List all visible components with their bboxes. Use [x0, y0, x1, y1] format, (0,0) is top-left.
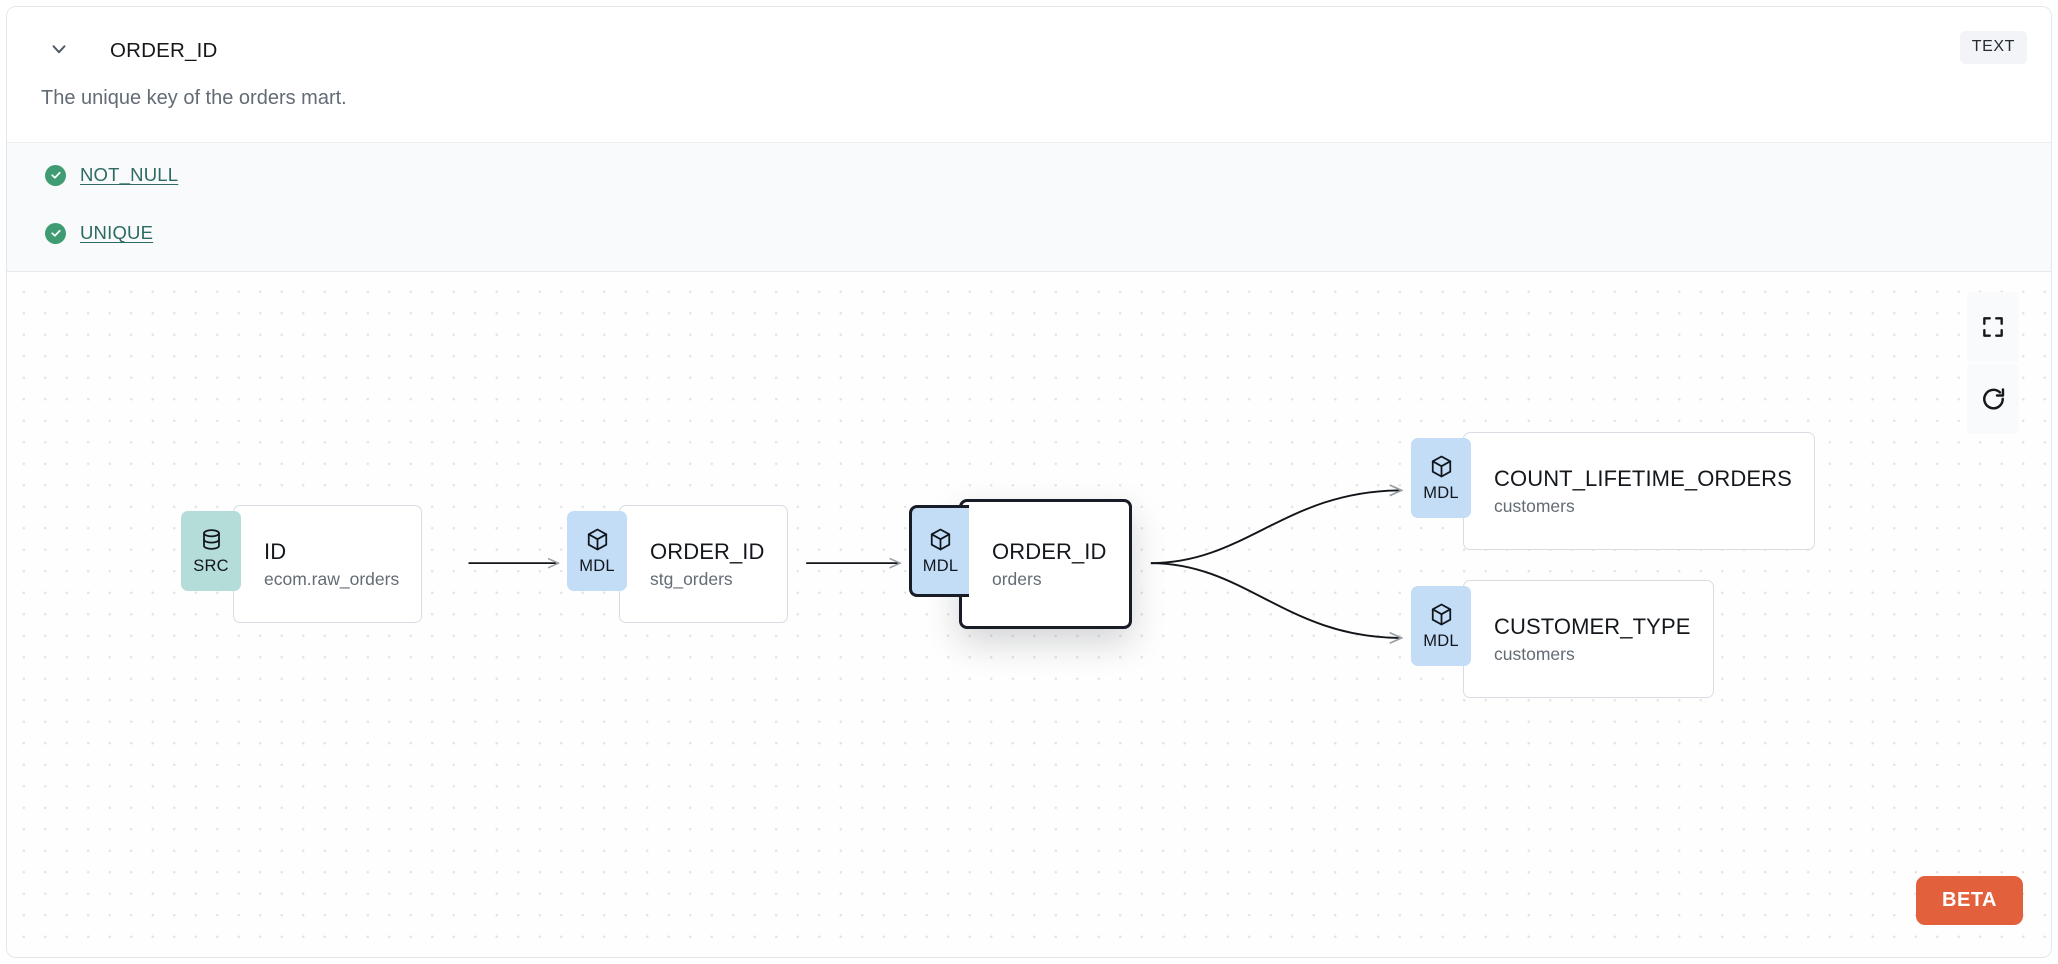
- node-badge-mdl: MDL: [909, 505, 969, 597]
- test-row: UNIQUE: [45, 222, 153, 244]
- cube-icon: [928, 527, 953, 557]
- tests-section: NOT_NULL UNIQUE: [7, 142, 2051, 272]
- fit-view-button[interactable]: [1967, 292, 2019, 362]
- column-type-badge: TEXT: [1959, 31, 2027, 64]
- test-link-not-null[interactable]: NOT_NULL: [80, 164, 179, 185]
- node-badge-mdl: MDL: [567, 511, 627, 591]
- fullscreen-icon: [1980, 314, 2006, 340]
- database-icon: [199, 527, 224, 557]
- node-badge-src: SRC: [181, 511, 241, 591]
- lineage-node-customer-type[interactable]: MDL CUSTOMER_TYPE customers: [1411, 580, 1714, 698]
- test-link-unique[interactable]: UNIQUE: [80, 222, 154, 243]
- node-body: ORDER_ID orders: [959, 499, 1132, 629]
- node-parent: ecom.raw_orders: [264, 568, 400, 589]
- cube-icon: [585, 527, 610, 557]
- chevron-down-icon[interactable]: [47, 37, 71, 61]
- node-name: COUNT_LIFETIME_ORDERS: [1494, 465, 1792, 491]
- node-badge-label: SRC: [193, 557, 229, 576]
- node-badge-label: MDL: [922, 557, 959, 576]
- lineage-node-orders-selected[interactable]: MDL ORDER_ID orders: [909, 499, 1132, 629]
- lineage-canvas[interactable]: SRC ID ecom.raw_orders MDL ORDE: [7, 272, 2051, 957]
- lineage-edges: [468, 272, 2051, 957]
- node-name: CUSTOMER_TYPE: [1494, 613, 1691, 639]
- lineage-node-src[interactable]: SRC ID ecom.raw_orders: [181, 505, 423, 623]
- node-badge-label: MDL: [1423, 632, 1459, 651]
- cube-icon: [1429, 454, 1454, 484]
- node-parent: orders: [992, 568, 1042, 589]
- node-parent: stg_orders: [650, 568, 733, 589]
- column-detail-panel: ORDER_ID TEXT The unique key of the orde…: [6, 6, 2052, 958]
- edge-ord-to-clo: [1150, 490, 1402, 565]
- refresh-icon: [1980, 386, 2007, 413]
- node-badge-label: MDL: [1423, 484, 1459, 503]
- node-body: ID ecom.raw_orders: [233, 505, 423, 623]
- canvas-controls: [1967, 292, 2019, 434]
- page-title: ORDER_ID: [110, 39, 218, 62]
- test-row: NOT_NULL: [45, 164, 178, 186]
- node-parent: customers: [1494, 643, 1575, 664]
- node-body: COUNT_LIFETIME_ORDERS customers: [1463, 432, 1815, 550]
- column-description: The unique key of the orders mart.: [41, 87, 347, 109]
- node-name: ORDER_ID: [992, 538, 1107, 564]
- refresh-button[interactable]: [1967, 364, 2019, 434]
- lineage-node-count-lifetime-orders[interactable]: MDL COUNT_LIFETIME_ORDERS customers: [1411, 432, 1815, 550]
- node-badge-mdl: MDL: [1411, 438, 1471, 518]
- check-circle-icon: [45, 222, 66, 244]
- edge-ord-to-customer-type: [1150, 562, 1402, 638]
- cube-icon: [1429, 602, 1454, 632]
- panel-header: ORDER_ID TEXT: [7, 7, 2051, 83]
- lineage-node-stg-orders[interactable]: MDL ORDER_ID stg_orders: [567, 505, 788, 623]
- node-name: ID: [264, 538, 287, 564]
- node-badge-mdl: MDL: [1411, 586, 1471, 666]
- beta-badge[interactable]: BETA: [1916, 876, 2023, 925]
- node-body: CUSTOMER_TYPE customers: [1463, 580, 1714, 698]
- node-parent: customers: [1494, 495, 1575, 516]
- check-circle-icon: [45, 164, 66, 186]
- node-name: ORDER_ID: [650, 538, 765, 564]
- node-badge-label: MDL: [579, 557, 615, 576]
- node-body: ORDER_ID stg_orders: [619, 505, 788, 623]
